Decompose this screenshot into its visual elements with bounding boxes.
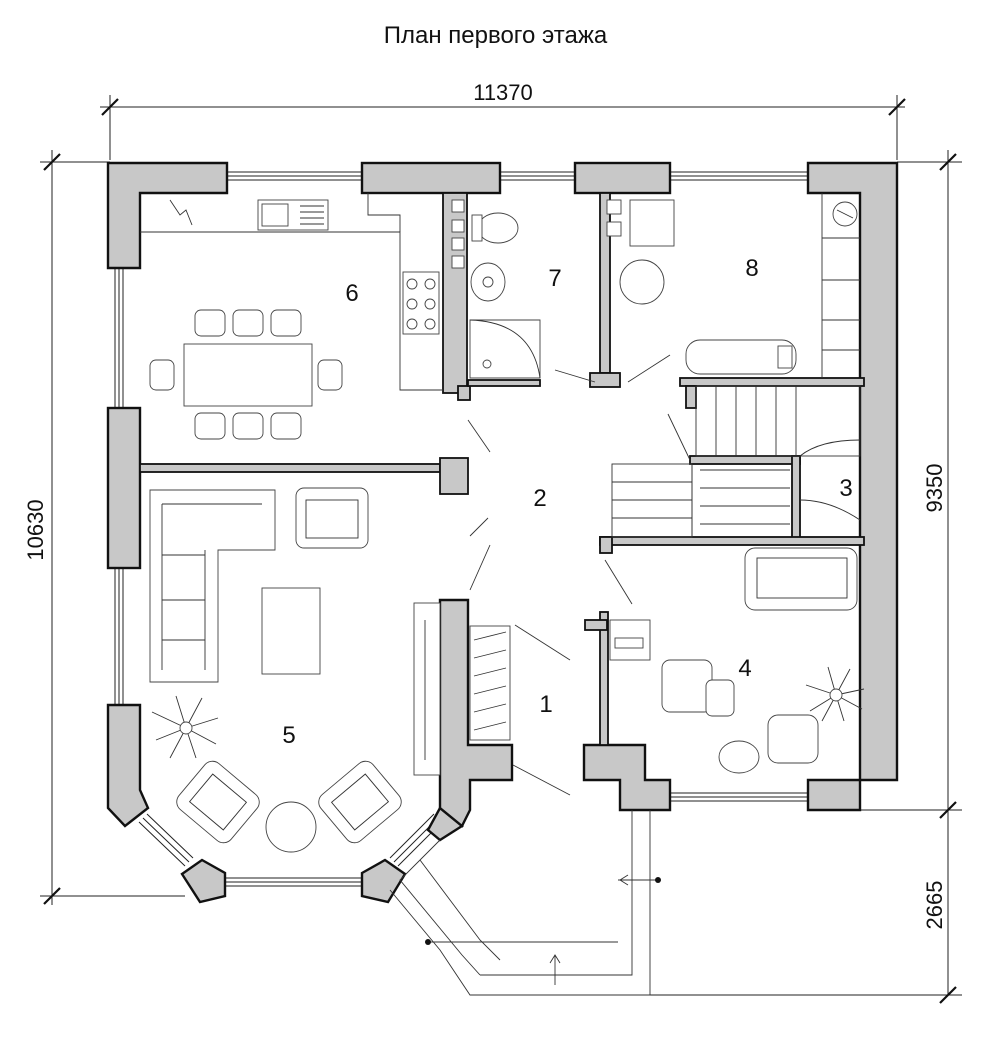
door-swings bbox=[467, 354, 691, 796]
plan-title: План первого этажа bbox=[383, 22, 608, 49]
kitchen-fixtures bbox=[140, 193, 443, 440]
bathroom-fixtures bbox=[451, 199, 541, 379]
dimension-left-height: 10630 bbox=[23, 499, 48, 560]
windows bbox=[114, 171, 810, 887]
room-number-5: 5 bbox=[282, 722, 295, 749]
room-number-7: 7 bbox=[548, 265, 561, 292]
utility-fixtures bbox=[606, 193, 860, 378]
room-number-1: 1 bbox=[539, 691, 552, 718]
room-number-3: 3 bbox=[839, 475, 852, 502]
room-labels: 1 2 3 4 5 6 7 8 bbox=[282, 255, 852, 749]
room-number-4: 4 bbox=[738, 655, 751, 682]
exterior-walls bbox=[106, 161, 899, 904]
dimension-lines bbox=[40, 95, 962, 1004]
office-furniture bbox=[609, 547, 865, 774]
room-number-2: 2 bbox=[533, 485, 546, 512]
room-number-6: 6 bbox=[345, 280, 358, 307]
entrance-and-porch bbox=[389, 625, 661, 996]
staircase bbox=[611, 385, 861, 538]
room-number-8: 8 bbox=[745, 255, 758, 282]
living-room-furniture bbox=[149, 487, 441, 853]
dimension-porch-depth: 2665 bbox=[922, 881, 947, 930]
dimension-top-width: 11370 bbox=[473, 80, 533, 105]
dimension-right-height: 9350 bbox=[922, 464, 947, 513]
